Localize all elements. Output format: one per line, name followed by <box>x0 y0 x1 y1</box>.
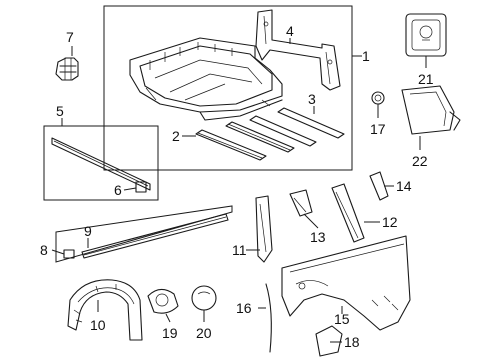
callout-labels: 7 1 4 2 3 5 6 8 9 10 11 12 13 14 15 16 1… <box>40 23 434 350</box>
trim-strip-part[interactable] <box>265 283 272 353</box>
callout-14: 14 <box>396 178 412 194</box>
callout-17: 17 <box>370 121 386 137</box>
callout-9: 9 <box>84 223 92 239</box>
callout-15: 15 <box>334 311 350 327</box>
callout-20: 20 <box>196 325 212 341</box>
lower-rail-group-frame <box>55 205 233 263</box>
crossmember-part-2[interactable] <box>195 129 267 161</box>
splash-shield-part[interactable] <box>315 325 343 357</box>
callout-10: 10 <box>90 317 106 333</box>
callout-1: 1 <box>362 48 370 64</box>
callout-3: 3 <box>308 91 316 107</box>
fuel-door-part[interactable] <box>191 285 217 311</box>
callout-5: 5 <box>56 103 64 119</box>
callout-8: 8 <box>40 242 48 258</box>
brace-part-12[interactable] <box>331 183 365 243</box>
callout-16: 16 <box>236 300 252 316</box>
leader-lines <box>51 38 427 343</box>
front-panel-part[interactable] <box>255 9 341 91</box>
fuel-filler-housing-part[interactable] <box>147 288 179 314</box>
tie-down-hook-part[interactable] <box>55 57 79 81</box>
callout-4: 4 <box>286 23 294 39</box>
callout-2: 2 <box>172 128 180 144</box>
corner-post-part[interactable] <box>255 195 273 263</box>
power-outlet-part[interactable] <box>405 13 447 57</box>
crossmember-part-3a[interactable] <box>249 115 317 147</box>
callout-18: 18 <box>344 334 360 350</box>
storage-compartment-part[interactable] <box>401 85 461 135</box>
lower-rail-part[interactable] <box>81 213 229 259</box>
rail-clip-part[interactable] <box>63 249 75 259</box>
pickup-box-group-frame <box>103 5 353 171</box>
outer-side-panel-part[interactable] <box>281 235 411 331</box>
callout-21: 21 <box>418 71 434 87</box>
callout-6: 6 <box>114 182 122 198</box>
callout-12: 12 <box>382 214 398 230</box>
bracket-part-13[interactable] <box>289 189 313 217</box>
callout-22: 22 <box>412 153 428 169</box>
pickup-box-part[interactable] <box>129 37 283 121</box>
rail-end-cap-part[interactable] <box>135 181 147 193</box>
reinforcement-part-14[interactable] <box>369 171 389 201</box>
grommet-part[interactable] <box>371 91 385 105</box>
crossmember-part-2b[interactable] <box>225 121 295 153</box>
crossmember-part-3b[interactable] <box>277 107 345 139</box>
callout-11: 11 <box>232 242 247 258</box>
side-rail-part[interactable] <box>51 137 151 191</box>
callout-7: 7 <box>66 29 74 45</box>
side-rail-group-frame <box>43 125 159 201</box>
callout-13: 13 <box>310 229 326 245</box>
wheelhouse-liner-part[interactable] <box>67 279 143 341</box>
callout-19: 19 <box>162 325 178 341</box>
